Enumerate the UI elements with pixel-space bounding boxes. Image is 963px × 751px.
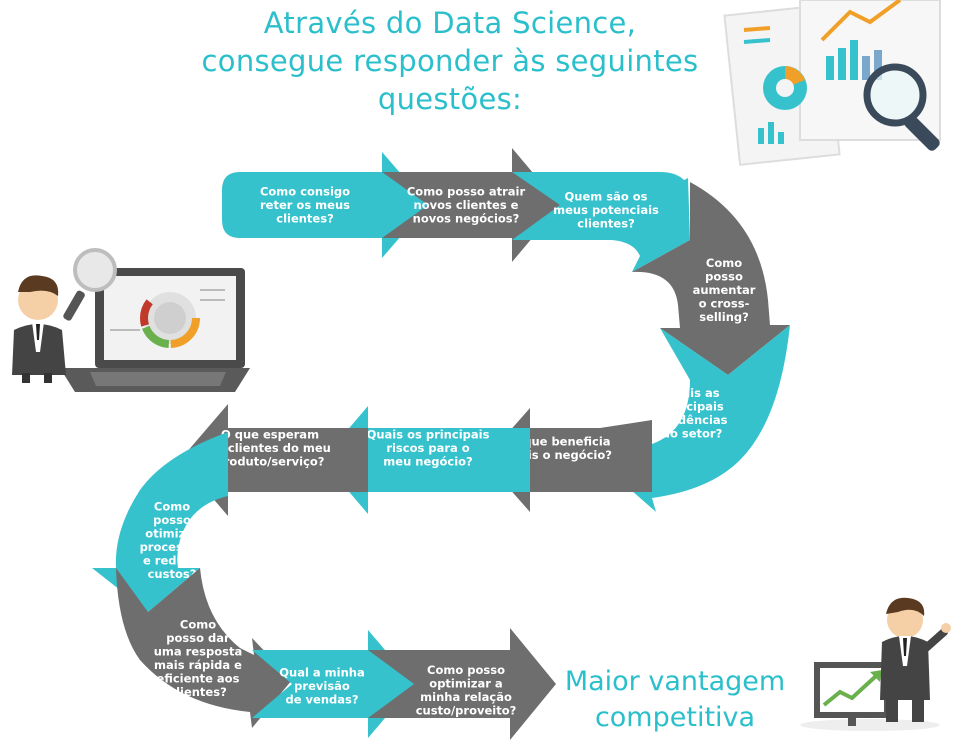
arrow-q1 [222,152,428,258]
label-q3-line-2: meus potenciais [553,203,659,217]
label-q10-line-4: mais rápida e [154,658,242,672]
label-q8-line-3: produto/serviço? [216,455,325,469]
arrow-q7 [322,406,530,514]
label-q6-line-1: O que beneficia [509,434,610,448]
label-q9-line-2: posso [153,513,191,527]
arrow-q2 [382,148,560,262]
arrow-q10 [116,568,292,728]
label-q9-line-3: otimizar [145,526,199,540]
label-q12-line-4: custo/proveito? [416,703,517,717]
businessman-growth-chart-icon [800,597,951,731]
label-q5-line-1: Quais as [664,386,719,400]
footer-line-1: Maior vantagem [564,666,786,697]
label-q3-line-3: clientes? [577,217,635,231]
label-q2-line-3: novos negócios? [413,212,520,226]
label-q1-line-3: clientes? [276,212,334,226]
label-q10-line-1: Como [180,617,216,631]
label-q5-line-3: tendências [656,413,727,427]
label-q9-line-1: Como [154,499,190,513]
arrow-q11 [252,630,414,738]
label-q5-line-4: do setor? [662,426,723,440]
label-q5-line-2: principais [660,399,724,413]
arrow-q4 [632,182,790,375]
label-q1-line-2: reter os meus [260,198,350,212]
label-q4-line-2: posso [705,270,743,284]
businessman-with-laptop-icon [12,248,250,392]
label-q12-line-2: optimizar a [429,676,502,690]
label-q11-line-3: de vendas? [285,693,358,707]
label-q1-line-1: Como consigo [260,185,350,199]
label-q2-line-2: novos clientes e [414,198,519,212]
label-q10-line-3: uma resposta [154,644,243,658]
label-q4-line-1: Como [706,256,742,270]
title-line-2: consegue responder às seguintes [201,44,699,78]
label-q8-line-2: os clientes do meu [209,441,331,455]
label-q11-line-1: Qual a minha [279,666,365,680]
arrow-q12 [368,628,556,740]
label-q2-line-1: Como posso atrair [407,185,526,199]
label-q9-line-5: e reduzir [143,553,201,567]
label-q10-line-5: eficiente aos [157,671,240,685]
label-q12-line-1: Como posso [427,663,505,677]
label-q3-line-1: Quem são os [564,190,647,204]
title-line-3: questões: [377,82,523,116]
footer-tagline: Maior vantagem competitiva [560,664,790,736]
label-q7-line-2: riscos para o [386,441,469,455]
label-q11-line-2: previsão [294,679,350,693]
label-q6-line-2: mais o negócio? [508,448,612,462]
footer-line-2: competitiva [594,702,756,733]
label-q9-line-4: processos [140,540,205,554]
label-q4-line-4: o cross- [699,297,750,311]
label-q8-line-1: O que esperam [221,428,319,442]
label-q4-line-3: aumentar [693,283,756,297]
arrow-q3 [512,172,690,272]
label-q9-line-6: custos? [148,567,197,581]
label-q10-line-6: clientes? [169,685,227,699]
label-q4-line-5: selling? [699,310,749,324]
arrow-q9 [92,432,228,612]
report-magnifier-icon [723,0,941,166]
label-q7-line-1: Quais os principais [367,428,490,442]
title-line-1: Através do Data Science, [263,6,637,40]
label-q10-line-2: posso dar [166,631,230,645]
label-q12-line-3: minha relação [420,690,512,704]
page-title: Através do Data Science, consegue respon… [170,4,730,118]
label-q7-line-3: meu negócio? [383,455,472,469]
